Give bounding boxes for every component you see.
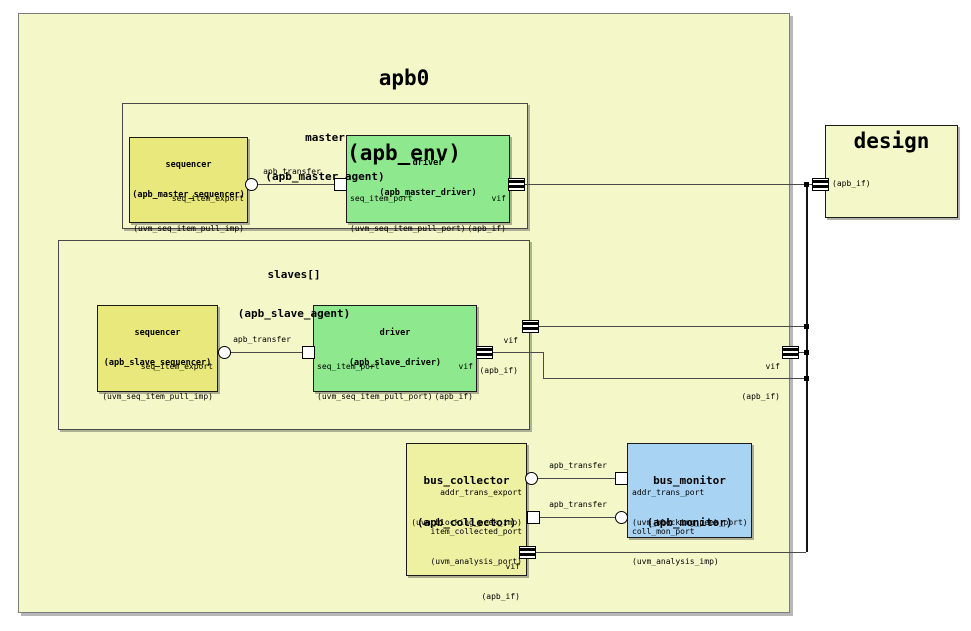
slave-seq-item-export-label: seq_item_export (uvm_seq_item_pull_imp): [102, 362, 213, 401]
bus-collector-box[interactable]: [406, 443, 527, 576]
master-class-label: (apb_master_agent): [265, 170, 385, 183]
master-seq-item-port-icon[interactable]: [334, 178, 347, 191]
design-box[interactable]: [825, 125, 958, 218]
design-if-port-icon[interactable]: [812, 178, 829, 191]
master-instance-label: master: [305, 131, 345, 144]
wire-slaves-vif: [538, 326, 806, 327]
slave-apb-transfer-wire: [218, 352, 303, 353]
junction-dot: [804, 182, 809, 187]
master-seq-item-port-label: seq_item_port (uvm_seq_item_pull_port): [350, 194, 466, 233]
slave-driver-vif-port-icon[interactable]: [476, 346, 493, 359]
bus-monitor-class-label: (apb_monitor): [646, 516, 733, 529]
slave-driver-instance-label: driver: [379, 328, 411, 338]
wire-collector-vif: [536, 552, 806, 553]
bus-monitor-box[interactable]: [627, 443, 752, 538]
junction-dot: [804, 324, 809, 329]
item-collected-port-icon[interactable]: [527, 511, 540, 524]
master-driver-vif-port-icon[interactable]: [508, 178, 525, 191]
bus-collector-instance-label: bus_collector: [423, 474, 510, 487]
collector-apb-transfer-label-2: apb_transfer: [549, 500, 607, 509]
slave-driver-class-label: (apb_slave_driver): [348, 358, 442, 368]
slaves-vif-port-icon[interactable]: [522, 320, 539, 333]
bus-monitor-title: bus_monitor (apb_monitor): [627, 446, 752, 558]
bus-monitor-instance-label: bus_monitor: [653, 474, 726, 487]
slave-seq-item-port-icon[interactable]: [302, 346, 315, 359]
bus-collector-title: bus_collector (apb_collector): [406, 446, 527, 558]
slave-apb-transfer-label: apb_transfer: [233, 335, 291, 344]
coll-mon-port-label: coll_mon_port (uvm_analysis_imp): [632, 527, 719, 566]
item-collected-port-label: item_collected_port (uvm_analysis_port): [430, 527, 522, 566]
master-sequencer-class-label: (apb_master_sequencer): [132, 190, 245, 200]
collector-monitor-wire-2: [540, 517, 616, 518]
addr-trans-export-label: addr_trans_export (uvm_blocking_peek_imp…: [411, 488, 522, 527]
master-seq-item-export-port-icon[interactable]: [245, 178, 258, 191]
env-title: apb0 (apb_env): [18, 16, 790, 216]
junction-dot: [804, 350, 809, 355]
addr-trans-port-label: addr_trans_port (uvm_blocking_peek_port): [632, 488, 748, 527]
slaves-vif-label: vif (apb_if): [479, 336, 518, 375]
master-sequencer-instance-label: sequencer: [165, 160, 212, 170]
slaves-class-label: (apb_slave_agent): [237, 307, 351, 320]
slave-driver-box[interactable]: [313, 305, 477, 392]
wire-slave-driver-vif-v: [543, 352, 544, 378]
master-apb-transfer-label: apb_transfer: [263, 167, 321, 176]
wire-master-vif-to-design: [525, 184, 812, 185]
env-vif-label: vif (apb_if): [741, 362, 780, 401]
slave-sequencer-class-label: (apb_slave_sequencer): [103, 358, 212, 368]
junction-dot: [804, 376, 809, 381]
master-driver-vif-label: vif (apb_if): [467, 194, 506, 233]
slave-seq-item-port-label: seq_item_port (uvm_seq_item_pull_port): [317, 362, 433, 401]
wire-slave-driver-vif-h2: [543, 378, 806, 379]
bus-collector-class-label: (apb_collector): [416, 516, 517, 529]
slave-sequencer-title: sequencer (apb_slave_sequencer): [97, 308, 218, 388]
addr-trans-port-icon[interactable]: [615, 472, 628, 485]
wire-slave-driver-vif-h1: [493, 352, 544, 353]
master-driver-instance-label: driver: [412, 158, 444, 168]
master-sequencer-title: sequencer (apb_master_sequencer): [129, 140, 248, 220]
slave-driver-vif-label: vif (apb_if): [434, 362, 473, 401]
collector-apb-transfer-label-1: apb_transfer: [549, 461, 607, 470]
env-class-label: (apb_env): [347, 141, 461, 165]
coll-mon-port-icon[interactable]: [615, 511, 628, 524]
design-if-label: (apb_if): [832, 179, 871, 188]
master-agent-title: master (apb_master_agent): [122, 105, 528, 209]
trunk-wire: [806, 184, 808, 552]
addr-trans-export-port-icon[interactable]: [525, 472, 538, 485]
slave-seq-item-export-port-icon[interactable]: [218, 346, 231, 359]
env-instance-label: apb0: [378, 66, 430, 90]
slave-sequencer-box[interactable]: [97, 305, 218, 392]
slave-driver-title: driver (apb_slave_driver): [313, 308, 477, 388]
collector-monitor-wire-1: [538, 478, 618, 479]
slaves-instance-label: slaves[]: [267, 268, 321, 281]
master-apb-transfer-wire: [248, 184, 335, 185]
master-seq-item-export-label: seq_item_export (uvm_seq_item_pull_imp): [133, 194, 244, 233]
wire-env-vif-stub: [798, 352, 806, 353]
master-driver-class-label: (apb_master_driver): [379, 188, 477, 198]
master-driver-box[interactable]: [346, 135, 510, 223]
master-driver-title: driver (apb_master_driver): [346, 138, 510, 218]
design-title: design: [853, 129, 930, 153]
slave-sequencer-instance-label: sequencer: [134, 328, 181, 338]
slaves-agent-title: slaves[] (apb_slave_agent): [58, 242, 530, 346]
collector-vif-label: vif (apb_if): [481, 562, 520, 601]
env-vif-port-icon[interactable]: [782, 346, 799, 359]
collector-vif-port-icon[interactable]: [519, 546, 536, 559]
